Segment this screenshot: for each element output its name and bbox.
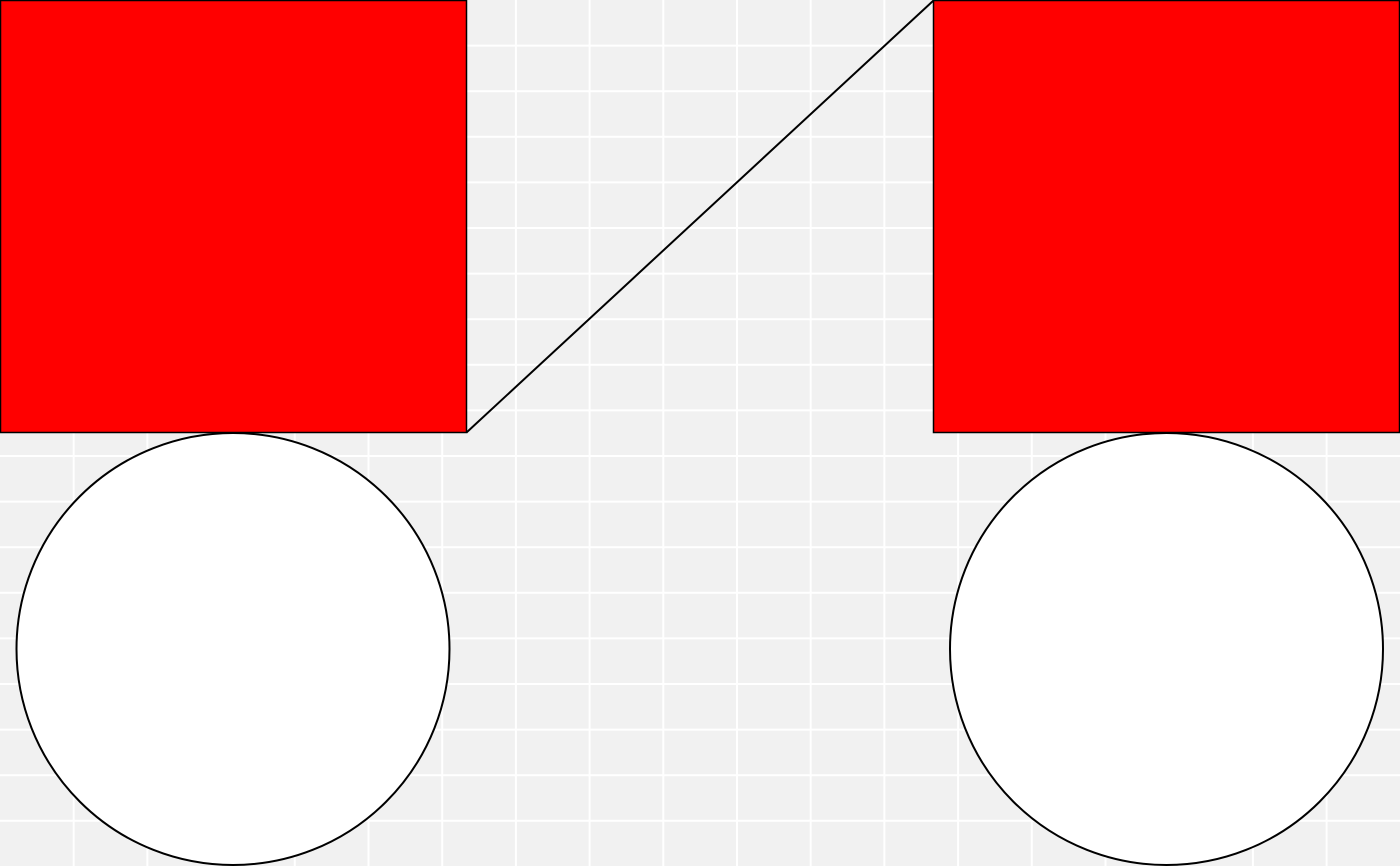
diagonal-connector-line[interactable] <box>465 0 935 434</box>
red-square-left[interactable] <box>0 0 468 434</box>
red-square-right[interactable] <box>932 0 1400 434</box>
white-circle-right[interactable] <box>949 432 1384 866</box>
white-circle-left[interactable] <box>15 432 451 866</box>
